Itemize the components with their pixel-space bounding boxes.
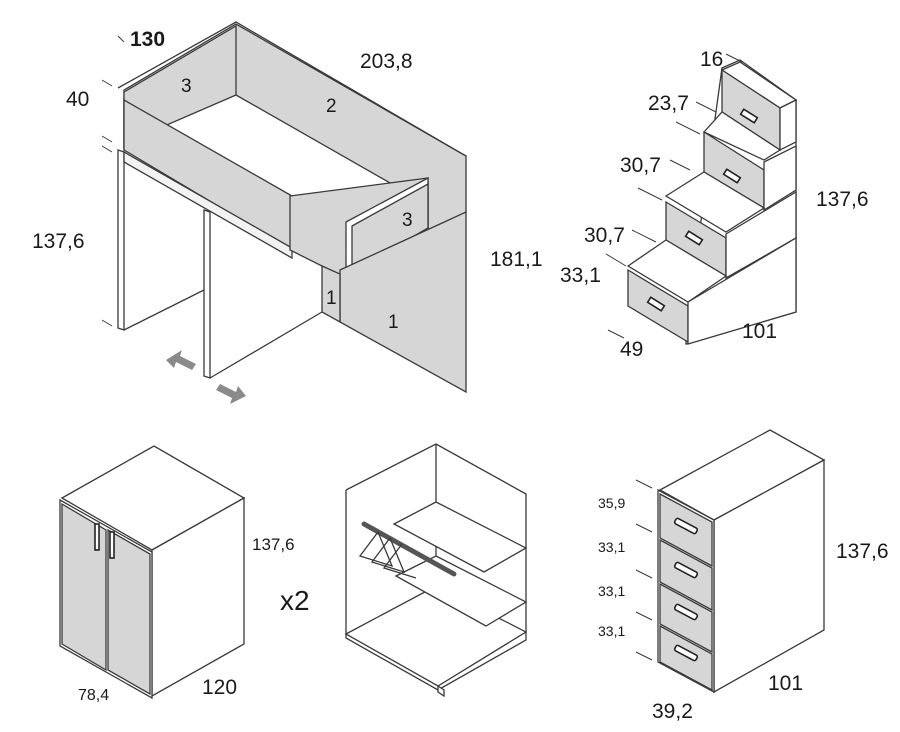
drawer-handle-icon [684, 230, 704, 246]
wardrobe-right-door[interactable] [107, 528, 151, 696]
interior-shelf-1 [392, 501, 528, 573]
chest-drawer-3[interactable] [659, 582, 713, 654]
drawer-handle-icon [739, 108, 759, 124]
wardrobe: 137,6 120 78,4 x2 [59, 445, 310, 704]
stair-depth-label: 49 [620, 338, 643, 361]
part-number-3a: 3 [181, 76, 192, 97]
stair-step2-label: 23,7 [648, 92, 689, 115]
drawer-handle-icon [646, 296, 666, 312]
stair-step5-label: 33,1 [560, 264, 601, 287]
drawer-handle-icon [722, 168, 742, 184]
door-handle-icon [94, 523, 100, 551]
drawer-handle-icon [673, 561, 699, 579]
bed-under-rail [123, 150, 293, 260]
part-number-3b: 3 [402, 210, 413, 231]
bed-depth-label: 130 [130, 28, 165, 51]
part-number-1b: 1 [388, 312, 399, 333]
chest-drawer3-label: 33,1 [598, 583, 625, 599]
stair-height-label: 137,6 [816, 188, 869, 211]
loft-bed: 130 203,8 40 137,6 181,1 3 2 3 1 1 [32, 21, 543, 404]
bed-middle-leg-panel [203, 209, 211, 379]
bed-total-height-label: 181,1 [490, 248, 543, 271]
drawer-handle-icon [673, 517, 699, 535]
part-number-1a: 1 [326, 288, 337, 309]
chest-drawer1-label: 35,9 [598, 495, 625, 511]
stair-step4-label: 30,7 [584, 224, 625, 247]
chest-height-label: 137,6 [836, 540, 889, 563]
stair-chest: 16 23,7 30,7 30,7 33,1 137,6 49 101 [560, 48, 869, 361]
drawer-chest: 35,9 33,1 33,1 33,1 137,6 101 39,2 [598, 429, 889, 723]
bed-small-side-panel [321, 264, 341, 324]
stair-width-label: 101 [742, 320, 777, 343]
drawer-handle-icon [673, 603, 699, 621]
drawer-handle-icon [673, 644, 699, 662]
wardrobe-height-label: 137,6 [252, 535, 295, 554]
interior-shelf-2 [394, 555, 528, 627]
chest-width-label: 101 [768, 672, 803, 695]
wardrobe-width-label: 120 [202, 676, 237, 699]
hanging-rail [361, 521, 457, 577]
wardrobe-depth-label: 78,4 [78, 687, 109, 704]
hanger-icon [358, 531, 417, 579]
chest-drawer4-label: 33,1 [598, 623, 625, 639]
bed-length-label: 203,8 [360, 50, 413, 73]
wardrobe-interior [344, 443, 528, 698]
stair-top-label: 16 [700, 48, 723, 71]
chest-drawer2-label: 33,1 [598, 539, 625, 555]
door-handle-icon [109, 531, 115, 559]
bed-left-leg-panel [117, 149, 125, 331]
chest-depth-label: 39,2 [652, 700, 693, 723]
move-arrows-icon [166, 350, 246, 404]
part-number-2: 2 [326, 96, 337, 117]
stair-step3-label: 30,7 [620, 154, 661, 177]
chest-drawer-4[interactable] [659, 624, 713, 692]
bed-rail-height-label: 40 [66, 88, 89, 111]
chest-drawer-2[interactable] [659, 538, 713, 612]
quantity-multiplier: x2 [280, 585, 310, 616]
bed-leg-height-label: 137,6 [32, 230, 85, 253]
